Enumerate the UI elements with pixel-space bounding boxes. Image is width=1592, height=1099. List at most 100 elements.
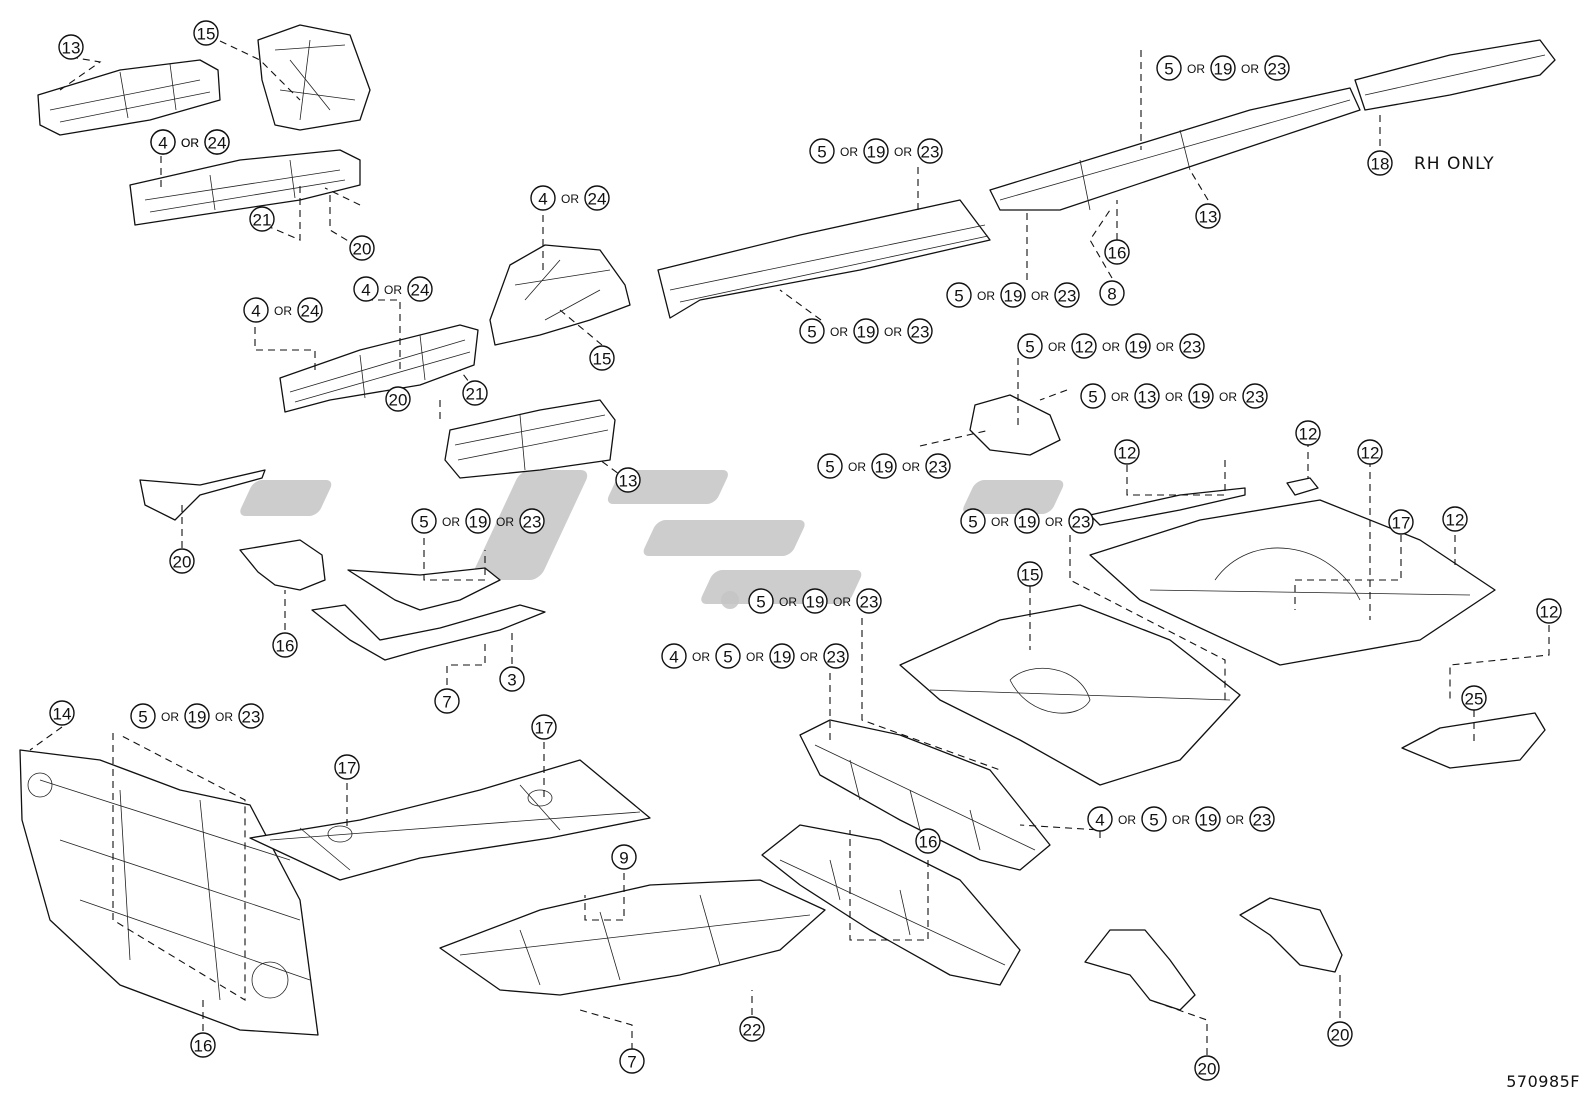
callout: 8 [1099,280,1125,306]
part-number: 23 [1253,811,1272,830]
part-number-bubble: 12 [1536,598,1562,624]
bubble-circle [272,632,298,658]
bubble-circle [1327,1021,1353,1047]
part-number-bubble: 19 [871,453,897,479]
bubble-circle [531,714,557,740]
callout: 12 [1114,439,1140,465]
part-number: 23 [1058,287,1077,306]
bubble-circle [960,508,986,534]
part-number: 18 [1371,155,1390,174]
part-number-bubble: 24 [407,276,433,302]
part-number-bubble: 3 [499,666,525,692]
callout: 21 [249,206,275,232]
callout: 20 [1194,1055,1220,1081]
bubble-circle [1054,282,1080,308]
or-separator: OR [833,595,851,609]
bubble-circle [802,588,828,614]
part-front-side-member-upper [37,59,221,136]
part-number-bubble: 20 [169,548,195,574]
part-front-apron-right [489,244,631,346]
rh-only-note: RH ONLY [1414,154,1495,174]
part-number: 23 [523,513,542,532]
bubble-circle [150,129,176,155]
part-number: 5 [825,458,834,477]
part-number-bubble: 12 [1357,439,1383,465]
part-rear-floor-side-member [989,87,1361,211]
part-number-bubble: 21 [249,206,275,232]
part-number: 19 [1004,287,1023,306]
part-number-bubble: 5 [1080,383,1106,409]
bubble-circle [1099,280,1125,306]
bubble-circle [1242,383,1268,409]
part-number-bubble: 21 [462,380,488,406]
part-number: 5 [1025,338,1034,357]
part-number-bubble: 5 [715,643,741,669]
or-separator: OR [215,710,233,724]
bubble-circle [946,282,972,308]
part-number: 23 [827,648,846,667]
part-number-bubble: 25 [1461,685,1487,711]
part-number-bubble: 23 [1179,333,1205,359]
part-number-bubble: 20 [349,235,375,261]
part-number-bubble: 16 [1104,239,1130,265]
bubble-circle [349,235,375,261]
or-separator: OR [181,136,199,150]
bubble-circle [519,508,545,534]
callout: 20 [385,386,411,412]
part-number: 23 [1268,60,1287,79]
callout: 12 [1442,506,1468,532]
bubble-circle [243,297,269,323]
bubble-circle [238,703,264,729]
bubble-circle [1087,806,1113,832]
part-number-bubble: 4 [530,185,556,211]
part-number-bubble: 23 [907,318,933,344]
part-number-bubble: 12 [1071,333,1097,359]
part-number-bubble: 19 [769,643,795,669]
bubble-circle [925,453,951,479]
part-number-bubble: 23 [917,138,943,164]
part-number-bubble: 4 [150,129,176,155]
callout: 13 [615,467,641,493]
part-number-bubble: 15 [589,345,615,371]
or-separator: OR [181,136,199,150]
bubble-circle [1000,282,1026,308]
part-number-bubble: 23 [823,643,849,669]
bubble-circle [853,318,879,344]
part-number-bubble: 4 [661,643,687,669]
part-number-bubble: 4 [1087,806,1113,832]
part-number: 23 [929,458,948,477]
part-number: 23 [921,143,940,162]
bubble-circle [809,138,835,164]
or-separator: OR [1045,515,1063,529]
part-number: 4 [669,648,678,667]
part-number: 5 [1149,811,1158,830]
part-rear-floor-pan [1089,499,1496,666]
part-number-bubble: 23 [1249,806,1275,832]
part-center-floor-crossmember [799,719,1051,871]
part-number-bubble: 19 [465,508,491,534]
part-number: 24 [411,281,430,300]
part-number-bubble: 5 [1141,806,1167,832]
part-rear-panel-upper [1089,487,1246,526]
part-number: 17 [1392,514,1411,533]
callout: 16 [915,828,941,854]
part-number: 13 [619,472,638,491]
callout: 17 [334,754,360,780]
part-number: 23 [1183,338,1202,357]
part-number: 19 [875,458,894,477]
bubble-circle [1125,333,1151,359]
bubble-circle [1249,806,1275,832]
callout: 3 [499,666,525,692]
callout: 7 [434,688,460,714]
part-number: 20 [389,391,408,410]
part-number: 19 [773,648,792,667]
bubble-circle [1134,383,1160,409]
bubble-circle [619,1048,645,1074]
bubble-circle [204,129,230,155]
part-number: 17 [338,759,357,778]
part-number: 3 [507,671,516,690]
part-number-bubble: 19 [1000,282,1026,308]
part-number: 14 [53,705,72,724]
